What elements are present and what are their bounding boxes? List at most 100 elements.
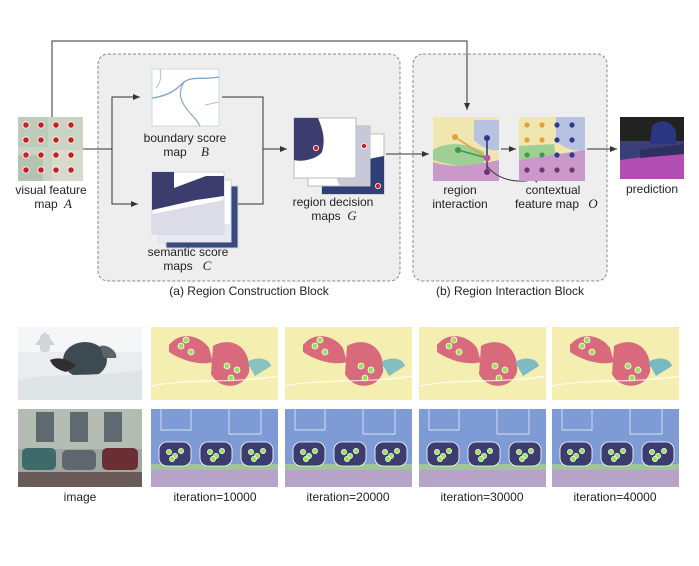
region-point: [446, 448, 452, 454]
bottom-label: iteration=30000: [440, 490, 523, 504]
feature-dot: [22, 151, 30, 159]
region-point: [608, 449, 614, 455]
region-point: [166, 449, 172, 455]
context-dot: [539, 167, 545, 173]
boundary-map-label-line: map B: [163, 144, 209, 159]
feature-dot: [37, 151, 45, 159]
interaction-edge: [454, 136, 488, 159]
prediction-label: prediction: [626, 182, 678, 196]
region-point: [248, 449, 254, 455]
svg-text:A: A: [63, 196, 72, 211]
region-point: [455, 348, 463, 356]
region-point: [316, 336, 324, 344]
region-point: [583, 336, 591, 344]
region-decision-maps-stack: [293, 117, 385, 195]
context-dot: [539, 137, 545, 143]
feature-dot: [52, 166, 60, 174]
region-point: [519, 456, 525, 462]
bottom-label: image: [64, 490, 97, 504]
region-point: [649, 449, 655, 455]
contextual-dot-grid: [524, 122, 575, 173]
feature-dot: [67, 166, 75, 174]
feature-dot: [52, 136, 60, 144]
svg-text:feature map: feature map: [515, 197, 579, 211]
seg-panel-snow: [551, 327, 680, 400]
region-point: [219, 448, 225, 454]
feature-dot: [37, 136, 45, 144]
interaction-hub: [483, 154, 491, 162]
region-point: [570, 456, 576, 462]
visual-feature-label: visual feature: [15, 183, 87, 197]
region-interaction-block: [412, 53, 608, 282]
block-b-caption: (b) Region Interaction Block: [436, 284, 585, 298]
region-point: [187, 348, 195, 356]
feature-dot: [52, 121, 60, 129]
region-point: [341, 449, 347, 455]
region-point: [437, 456, 443, 462]
semantic-score-label: semantic score: [148, 245, 229, 259]
context-dot: [524, 122, 530, 128]
seg-panel-snow: [150, 327, 279, 400]
region-point: [528, 448, 534, 454]
semantic-maps-label-line: maps C: [163, 258, 211, 273]
seg-panel-street: [419, 409, 546, 487]
interaction-node: [484, 169, 490, 175]
seg-panel-street: [552, 409, 679, 487]
region-point: [578, 342, 586, 350]
feature-dot: [67, 151, 75, 159]
region-point: [475, 449, 481, 455]
region-point: [588, 348, 596, 356]
region-point: [233, 366, 241, 374]
interaction-node: [455, 147, 461, 153]
region-point: [652, 456, 658, 462]
feature-dot: [52, 151, 60, 159]
region-point: [223, 362, 231, 370]
seg-panel-street: [285, 409, 412, 487]
iteration-grid: [18, 327, 680, 487]
svg-text:C: C: [203, 258, 212, 273]
feature-dot: [22, 136, 30, 144]
feature-dot: [67, 136, 75, 144]
region-point: [611, 456, 617, 462]
seg-panel-snow: [284, 327, 413, 400]
feature-dot-grid: [22, 121, 75, 174]
region-point: [182, 336, 190, 344]
region-point: [353, 448, 359, 454]
contextual-feature-map: [519, 117, 585, 181]
feature-dot: [22, 121, 30, 129]
interaction-edge: [457, 149, 488, 159]
semantic-score-maps-stack: [151, 171, 239, 249]
region-point: [567, 449, 573, 455]
region-point: [344, 456, 350, 462]
context-dot: [554, 137, 560, 143]
seg-panel-snow: [418, 327, 547, 400]
segmentation-panels: [150, 327, 680, 487]
bottom-label: iteration=40000: [573, 490, 656, 504]
svg-text:G: G: [347, 208, 357, 223]
svg-text:map: map: [163, 145, 187, 159]
region-interaction-label-2: interaction: [432, 197, 487, 211]
region-point: [251, 456, 257, 462]
region-point: [207, 449, 213, 455]
context-dot: [524, 152, 530, 158]
decision-maps-label-line: maps G: [311, 208, 357, 223]
region-point: [501, 366, 509, 374]
region-point: [661, 448, 667, 454]
feature-dot: [22, 166, 30, 174]
boundary-score-map-image: [151, 68, 220, 127]
region-point: [516, 449, 522, 455]
context-dot: [569, 152, 575, 158]
context-dot: [569, 122, 575, 128]
interaction-node: [484, 135, 490, 141]
feature-dot: [37, 121, 45, 129]
visual-feature-map-image: [18, 117, 83, 181]
interaction-nodes: [452, 134, 491, 175]
svg-text:B: B: [201, 144, 209, 159]
region-point: [434, 449, 440, 455]
region-interaction-label-1: region: [443, 183, 476, 197]
feature-dot: [67, 121, 75, 129]
region-point: [487, 448, 493, 454]
region-point: [312, 448, 318, 454]
